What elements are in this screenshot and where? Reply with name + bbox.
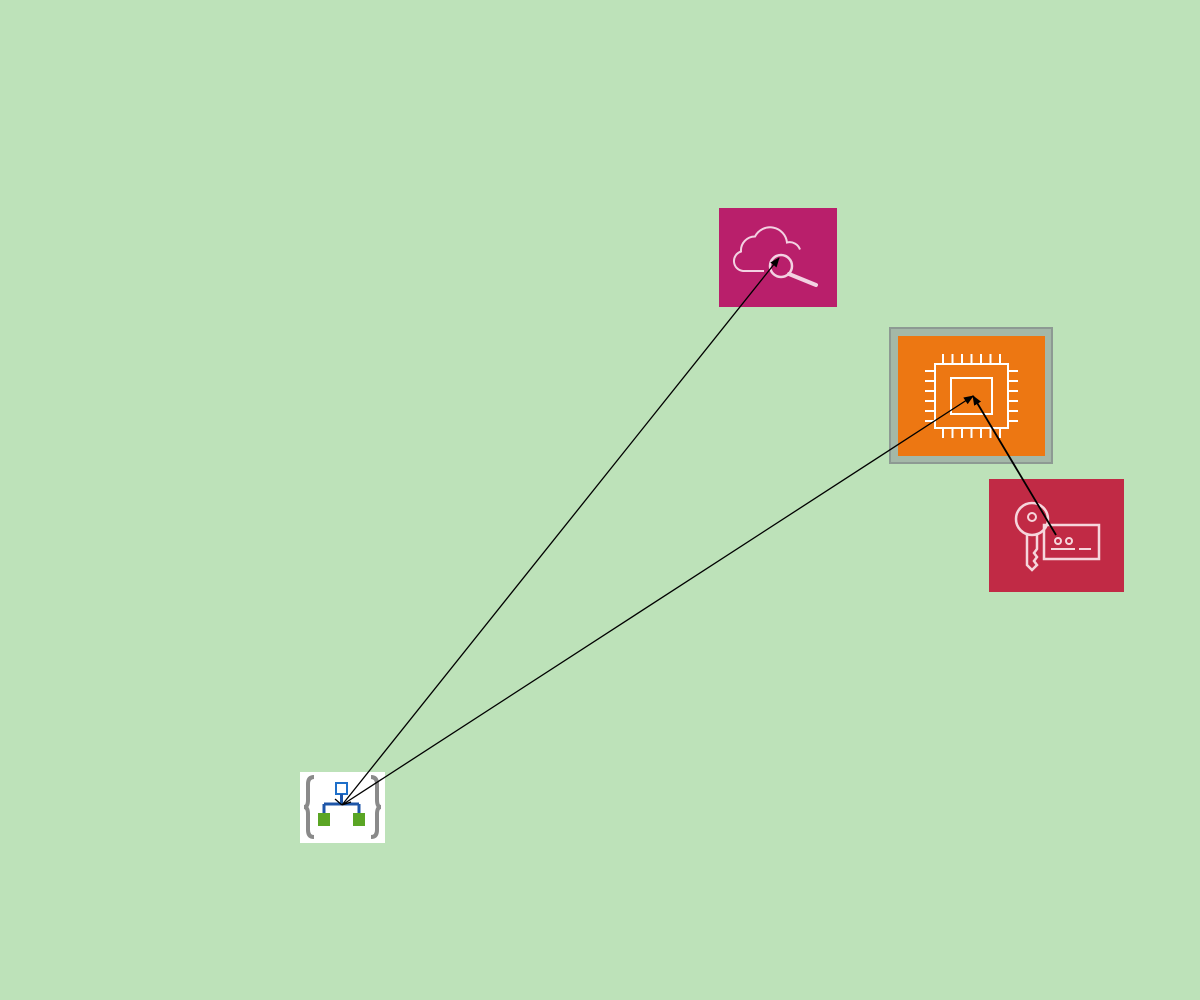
resource-template-node[interactable] xyxy=(300,772,385,843)
key-id-card-icon xyxy=(989,479,1124,592)
cloud-search-icon xyxy=(719,208,837,307)
connector-template-to-compute xyxy=(341,395,974,806)
identity-service-node[interactable] xyxy=(989,479,1124,592)
resource-template-icon xyxy=(303,775,382,839)
connector-template-to-cloudwatch xyxy=(341,257,780,806)
cloud-search-service-node[interactable] xyxy=(719,208,837,307)
compute-service-node[interactable] xyxy=(898,336,1045,456)
identity-tile xyxy=(989,479,1124,592)
processor-chip-icon xyxy=(898,336,1045,456)
cloud-search-tile xyxy=(719,208,837,307)
